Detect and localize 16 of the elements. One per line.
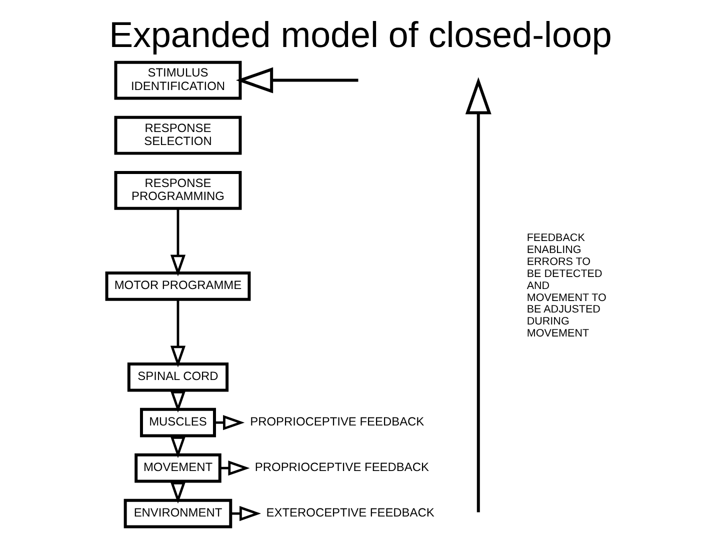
- arrow: [170, 208, 186, 276]
- arrow: [170, 300, 186, 368]
- label: FEEDBACK ENABLING ERRORS TO BE DETECTED AND MOVEMENT TO BE ADJUSTED DURING MOVEMENT: [526, 232, 606, 340]
- node-box: ENVIRONMENT: [123, 498, 232, 528]
- arrow: [235, 67, 358, 94]
- arrow: [230, 506, 261, 522]
- node-box: RESPONSE SELECTION: [114, 116, 242, 155]
- node-text: PROPRIOCEPTIVE FEEDBACK: [250, 414, 424, 429]
- diagram-title: Expanded model of closed-loop: [108, 14, 612, 55]
- node-box: MOTOR PROGRAMME: [104, 272, 250, 301]
- node-box: RESPONSE PROGRAMMING: [114, 170, 242, 210]
- node-box: STIMULUS IDENTIFICATION: [114, 60, 242, 100]
- node-text: EXTEROCEPTIVE FEEDBACK: [266, 506, 434, 520]
- arrow: [214, 415, 244, 430]
- arrow: [219, 460, 250, 476]
- node-text: PROPRIOCEPTIVE FEEDBACK: [254, 460, 428, 474]
